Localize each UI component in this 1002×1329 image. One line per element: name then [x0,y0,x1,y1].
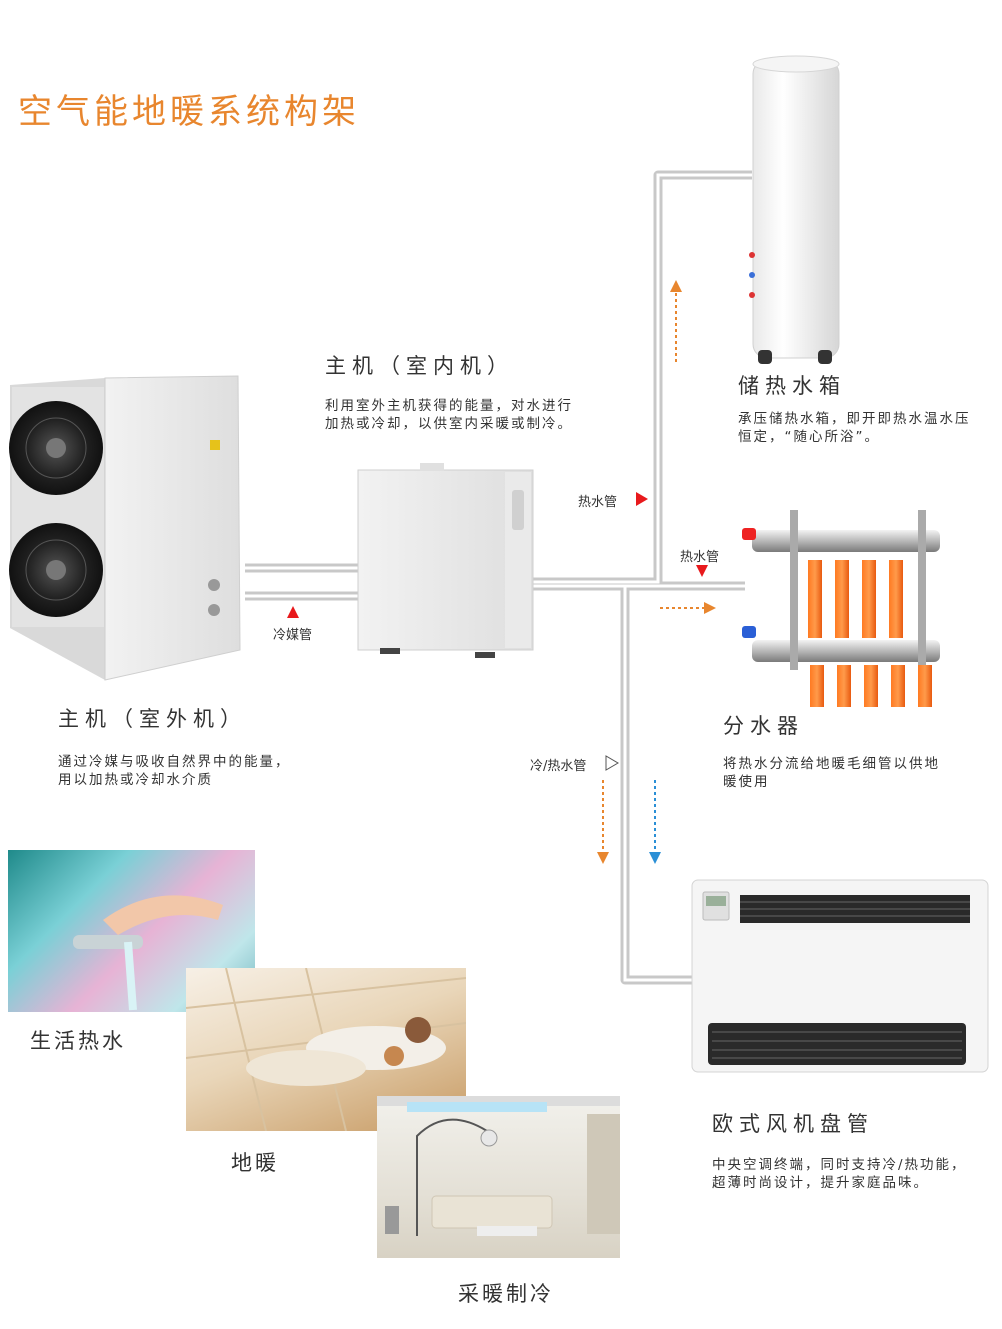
outdoor-unit-heading: 主机（室外机） [58,707,247,731]
outdoor-unit-desc-line2: 用以加热或冷却水介质 [58,772,213,788]
floor-heating-caption: 地暖 [231,1151,279,1175]
cold-hot-pipe [620,586,692,985]
indoor-unit-desc: 利用室外主机获得的能量，对水进行 加热或冷却，以供室内采暖或制冷。 [325,397,573,433]
indoor-unit-desc-line2: 加热或冷却，以供室内采暖或制冷。 [325,416,573,432]
triangle-down-icon [696,565,708,577]
fan-coil-illustration [691,879,989,1073]
manifold-desc-line2: 暖使用 [723,774,770,790]
fan-coil-desc: 中央空调终端，同时支持冷/热功能， 超薄时尚设计，提升家庭品味。 [712,1156,967,1192]
heating-cooling-photo [377,1096,620,1258]
manifold-heading: 分水器 [723,714,804,738]
water-tank-heading: 储热水箱 [738,374,846,398]
triangle-right-icon [636,492,648,506]
water-tank-desc-line1: 承压储热水箱，即开即热水温水压 [738,411,971,427]
indoor-unit-desc-line1: 利用室外主机获得的能量，对水进行 [325,398,573,414]
outdoor-unit-desc-line1: 通过冷媒与吸收自然界中的能量， [58,754,291,770]
arrow-up-icon [670,280,682,292]
fan-coil-desc-line1: 中央空调终端，同时支持冷/热功能， [712,1157,967,1173]
triangle-outline-icon [605,755,619,771]
manifold-illustration [742,510,940,707]
heating-cooling-caption: 采暖制冷 [458,1282,554,1306]
manifold-desc-line1: 将热水分流给地暖毛细管以供地 [723,756,940,772]
hot-water-pipe-tank [530,170,752,587]
hot-water-pipe-label-1: 热水管 [578,495,618,510]
hot-water-pipe-label-2: 热水管 [680,550,720,565]
floor-heating-photo [186,968,466,1131]
manifold-desc: 将热水分流给地暖毛细管以供地 暖使用 [723,755,940,791]
cold-hot-pipe-label: 冷/热水管 [530,759,587,774]
water-tank-desc: 承压储热水箱，即开即热水温水压 恒定，“随心所浴”。 [738,410,971,446]
outdoor-unit-illustration [9,375,241,681]
arrow-down-blue-icon [649,852,661,864]
fan-coil-desc-line2: 超薄时尚设计，提升家庭品味。 [712,1175,929,1191]
water-tank-desc-line2: 恒定，“随心所浴”。 [738,429,880,445]
arrow-down-orange-icon [597,852,609,864]
indoor-unit-heading: 主机（室内机） [325,354,514,378]
indoor-unit-illustration [357,463,534,658]
flow-arrows [597,280,716,864]
page-title: 空气能地暖系统构架 [18,92,360,132]
arrow-right-icon [704,602,716,614]
fan-coil-heading: 欧式风机盘管 [712,1112,874,1136]
outdoor-unit-desc: 通过冷媒与吸收自然界中的能量， 用以加热或冷却水介质 [58,753,291,789]
refrigerant-pipe-label: 冷媒管 [273,628,313,643]
triangle-up-icon [287,606,299,618]
water-tank-illustration [749,55,840,364]
hot-water-caption: 生活热水 [30,1029,126,1053]
